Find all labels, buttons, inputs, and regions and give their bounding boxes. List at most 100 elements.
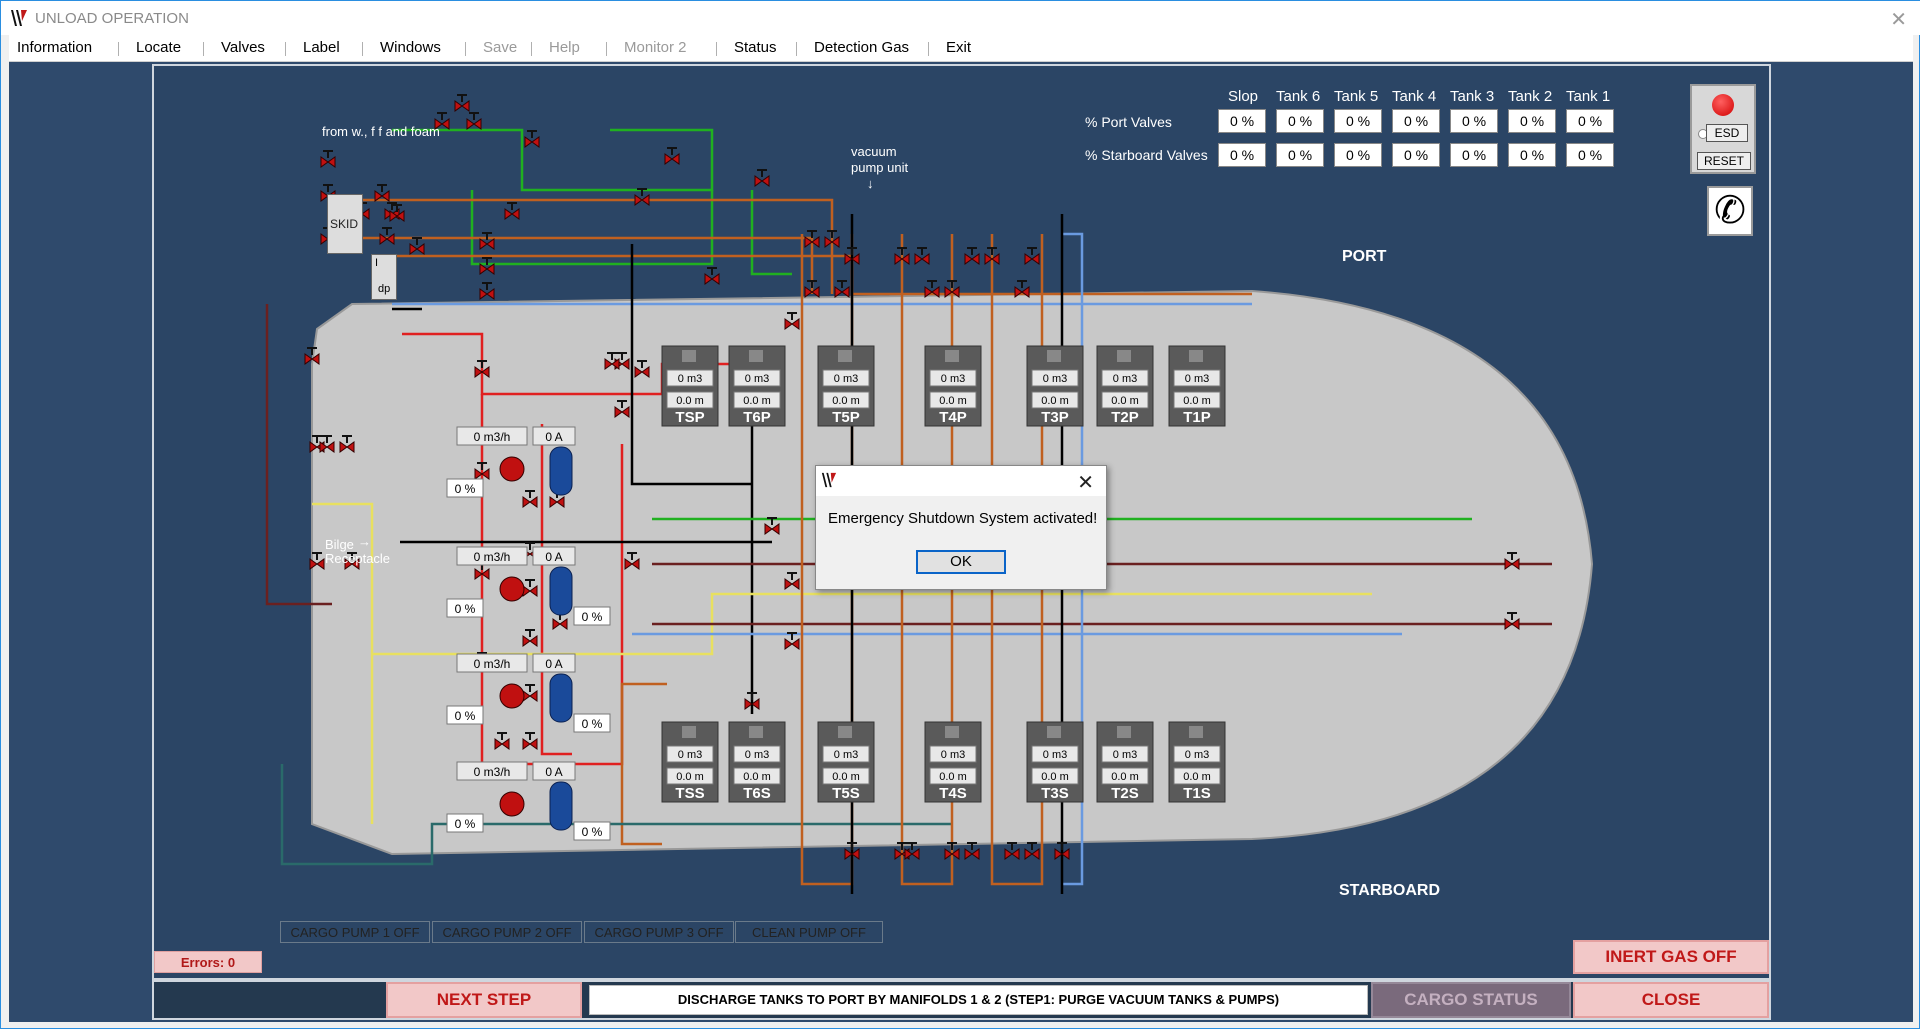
- starboard-valve-pct-field[interactable]: 0 %: [1218, 143, 1266, 167]
- valve-icon[interactable]: [904, 842, 920, 860]
- valve-icon[interactable]: [1024, 842, 1040, 860]
- valve-icon[interactable]: [454, 94, 470, 112]
- valve-icon[interactable]: [504, 202, 520, 220]
- valve-icon[interactable]: [914, 247, 930, 265]
- menu-item-exit[interactable]: Exit: [946, 39, 972, 56]
- valve-icon[interactable]: [344, 552, 360, 570]
- valve-icon[interactable]: [1504, 612, 1520, 630]
- valve-icon[interactable]: [304, 347, 320, 365]
- valve-icon[interactable]: [804, 280, 820, 298]
- valve-icon[interactable]: [604, 352, 620, 370]
- valve-icon[interactable]: [704, 267, 720, 285]
- menu-item-detection-gas[interactable]: Detection Gas: [814, 39, 910, 56]
- starboard-valve-pct-field[interactable]: 0 %: [1450, 143, 1498, 167]
- valve-icon[interactable]: [964, 842, 980, 860]
- valve-icon[interactable]: [479, 257, 495, 275]
- valve-icon[interactable]: [614, 400, 630, 418]
- dialog-ok-button[interactable]: OK: [916, 550, 1006, 574]
- valve-icon[interactable]: [804, 230, 820, 248]
- valve-icon[interactable]: [319, 435, 335, 453]
- valve-icon[interactable]: [320, 150, 336, 168]
- valve-icon[interactable]: [894, 247, 910, 265]
- valve-icon[interactable]: [944, 280, 960, 298]
- menu-item-valves[interactable]: Valves: [221, 39, 265, 56]
- valve-icon[interactable]: [984, 247, 1000, 265]
- menu-item-label[interactable]: Label: [303, 39, 340, 56]
- dialog-close-button[interactable]: ✕: [1077, 472, 1094, 494]
- valve-icon[interactable]: [964, 247, 980, 265]
- valve-icon[interactable]: [634, 360, 650, 378]
- phone-icon[interactable]: ✆: [1707, 186, 1753, 236]
- port-valve-pct-field[interactable]: 0 %: [1508, 109, 1556, 133]
- valve-icon[interactable]: [474, 360, 490, 378]
- valve-icon[interactable]: [784, 632, 800, 650]
- valve-icon[interactable]: [1014, 280, 1030, 298]
- valve-icon[interactable]: [844, 247, 860, 265]
- valve-icon[interactable]: [1504, 552, 1520, 570]
- valve-icon[interactable]: [494, 732, 510, 750]
- valve-icon[interactable]: [379, 227, 395, 245]
- valve-icon[interactable]: [466, 112, 482, 130]
- valve-icon[interactable]: [522, 490, 538, 508]
- valve-icon[interactable]: [1054, 842, 1070, 860]
- cargo-status-button[interactable]: CARGO STATUS: [1371, 982, 1571, 1018]
- valve-icon[interactable]: [784, 312, 800, 330]
- valve-icon[interactable]: [664, 147, 680, 165]
- valve-icon[interactable]: [389, 204, 405, 222]
- port-valve-pct-field[interactable]: 0 %: [1450, 109, 1498, 133]
- valve-icon[interactable]: [474, 462, 490, 480]
- valve-icon[interactable]: [624, 552, 640, 570]
- valve-icon[interactable]: [844, 842, 860, 860]
- valve-icon[interactable]: [834, 280, 850, 298]
- port-valve-pct-field[interactable]: 0 %: [1276, 109, 1324, 133]
- valve-icon[interactable]: [1024, 247, 1040, 265]
- inert-gas-button[interactable]: INERT GAS OFF: [1573, 940, 1769, 974]
- menu-item-help[interactable]: Help: [549, 39, 580, 56]
- starboard-valve-pct-field[interactable]: 0 %: [1276, 143, 1324, 167]
- valve-icon[interactable]: [824, 230, 840, 248]
- starboard-valve-pct-field[interactable]: 0 %: [1392, 143, 1440, 167]
- reset-button[interactable]: RESET: [1697, 152, 1751, 170]
- port-valve-pct-field[interactable]: 0 %: [1218, 109, 1266, 133]
- valve-icon[interactable]: [944, 842, 960, 860]
- menu-item-windows[interactable]: Windows: [380, 39, 441, 56]
- valve-icon[interactable]: [552, 612, 568, 630]
- esd-button[interactable]: ESD: [1706, 124, 1748, 142]
- valve-icon[interactable]: [522, 629, 538, 647]
- menu-item-locate[interactable]: Locate: [136, 39, 182, 56]
- menu-item-save[interactable]: Save: [483, 39, 518, 56]
- menu-item-monitor-2[interactable]: Monitor 2: [624, 39, 687, 56]
- starboard-valve-pct-field[interactable]: 0 %: [1334, 143, 1382, 167]
- port-valve-pct-field[interactable]: 0 %: [1566, 109, 1614, 133]
- menu-item-status[interactable]: Status: [734, 39, 777, 56]
- valve-icon[interactable]: [434, 112, 450, 130]
- valve-icon[interactable]: [409, 237, 425, 255]
- starboard-valve-pct-field[interactable]: 0 %: [1508, 143, 1556, 167]
- port-valve-pct-field[interactable]: 0 %: [1392, 109, 1440, 133]
- port-valve-pct-field[interactable]: 0 %: [1334, 109, 1382, 133]
- window-close-button[interactable]: ✕: [1890, 9, 1907, 31]
- valve-icon[interactable]: [744, 692, 760, 710]
- valve-icon[interactable]: [479, 232, 495, 250]
- valve-icon[interactable]: [522, 732, 538, 750]
- next-step-button[interactable]: NEXT STEP: [386, 982, 582, 1018]
- valve-icon[interactable]: [924, 280, 940, 298]
- valve-icon[interactable]: [784, 572, 800, 590]
- close-button[interactable]: CLOSE: [1573, 982, 1769, 1018]
